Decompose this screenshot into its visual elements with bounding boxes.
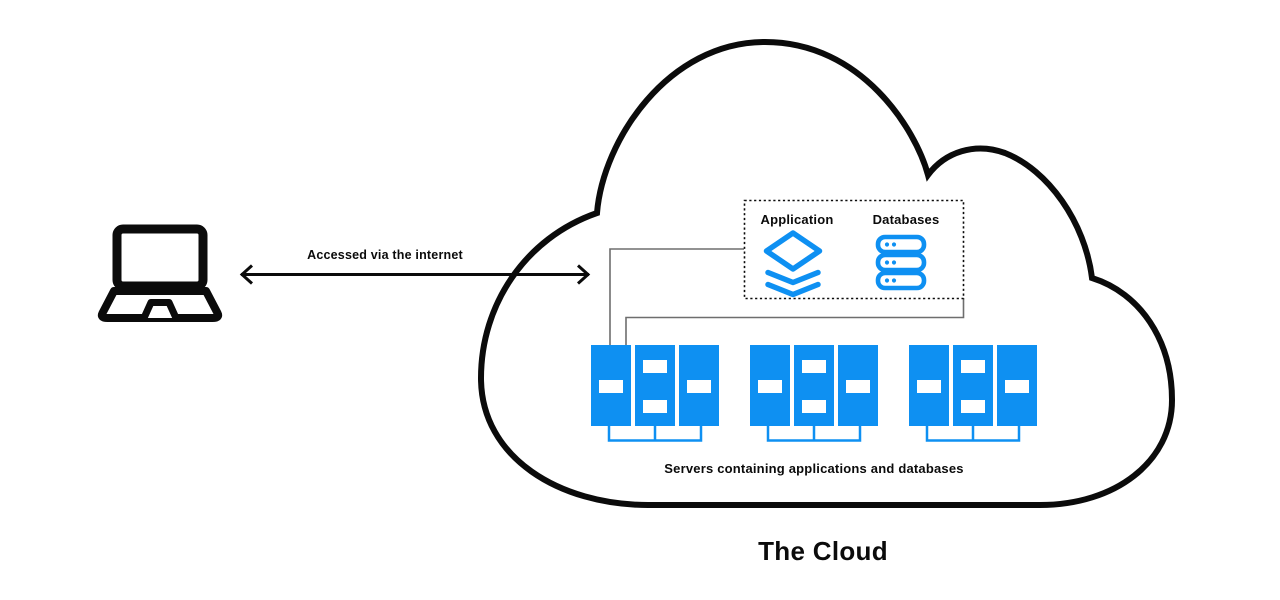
connection-label: Accessed via the internet: [307, 248, 463, 262]
diagram-title: The Cloud: [758, 536, 888, 566]
server-rack-group-3: [907, 343, 1039, 442]
databases-label: Databases: [872, 212, 940, 227]
laptop-icon: [97, 224, 223, 322]
database-server-stack-icon: [875, 234, 927, 291]
connector-application-to-servers: [609, 248, 744, 345]
connector-databases-to-servers: [625, 299, 965, 345]
layers-stack-icon: [763, 230, 823, 298]
double-headed-arrow-icon: [239, 264, 591, 285]
servers-caption: Servers containing applications and data…: [664, 461, 964, 476]
application-label: Application: [760, 212, 834, 227]
server-rack-group-1: [589, 343, 721, 442]
server-rack-group-2: [748, 343, 880, 442]
